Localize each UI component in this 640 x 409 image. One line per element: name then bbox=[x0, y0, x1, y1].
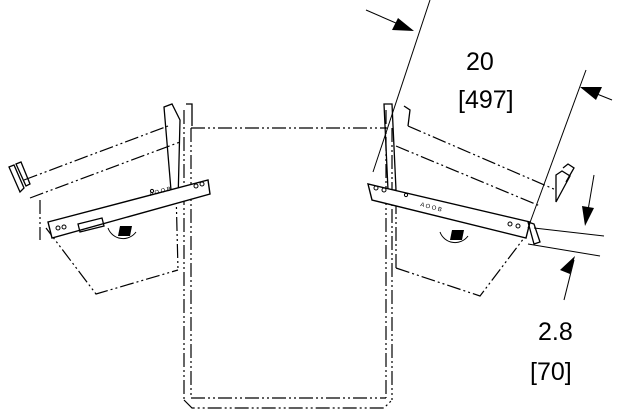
center-phantom-outline bbox=[183, 110, 393, 409]
right-monitor-assembly bbox=[367, 103, 575, 297]
offset-dimension-alt: [497] bbox=[458, 86, 514, 114]
left-monitor-assembly bbox=[8, 103, 211, 295]
dimension-thickness: 2.8 [70] bbox=[527, 174, 605, 386]
thickness-dimension-alt: [70] bbox=[530, 358, 572, 386]
offset-dimension-value: 20 bbox=[466, 48, 494, 76]
left-bracket-label: A O O B bbox=[149, 186, 172, 197]
dimension-offset: 20 [497] bbox=[365, 0, 613, 229]
thickness-dimension-value: 2.8 bbox=[538, 318, 573, 346]
right-bracket-label: A O O B bbox=[419, 202, 442, 213]
